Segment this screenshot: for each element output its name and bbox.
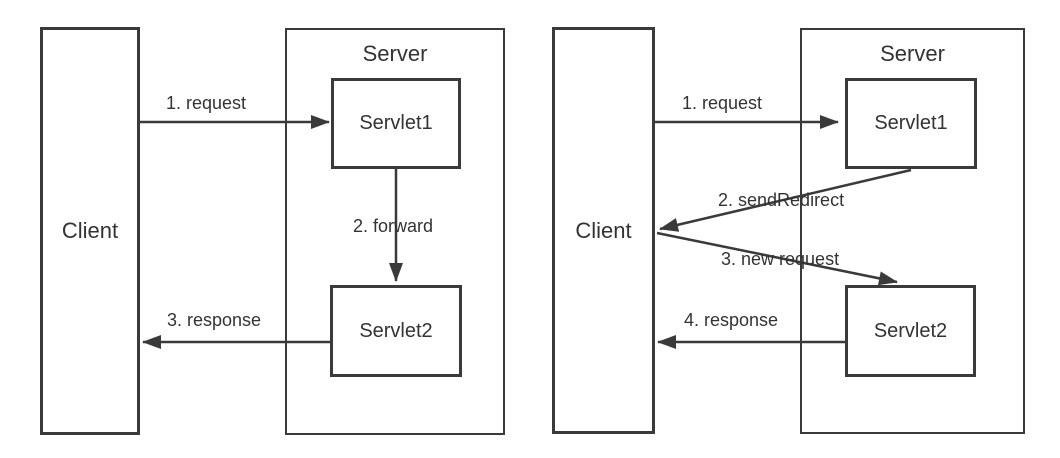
redirect-servlet1-label: Servlet1 — [874, 112, 948, 134]
redirect-server-box — [800, 28, 1025, 434]
forward-server-label: Server — [362, 41, 428, 66]
redirect-sendredirect-label: 2. sendRedirect — [718, 190, 845, 210]
redirect-client-label: Client — [575, 217, 632, 243]
redirect-request-label: 1. request — [682, 93, 763, 113]
redirect-newrequest-label: 3. new request — [721, 249, 840, 269]
forward-forward-label: 2. forward — [353, 216, 434, 236]
forward-client-label: Client — [61, 218, 119, 243]
forward-server-box — [285, 28, 505, 435]
redirect-server-label: Server — [880, 41, 945, 66]
forward-client-box: Client — [40, 27, 140, 435]
forward-response-label: 3. response — [167, 310, 262, 330]
forward-servlet1-box: Servlet1 — [331, 78, 461, 169]
redirect-servlet2-box: Servlet2 — [845, 285, 976, 377]
forward-servlet1-label: Servlet1 — [359, 112, 433, 134]
redirect-servlet1-box: Servlet1 — [845, 78, 977, 169]
forward-servlet2-box: Servlet2 — [330, 285, 462, 377]
redirect-client-box: Client — [552, 27, 655, 434]
forward-servlet2-label: Servlet2 — [359, 319, 433, 342]
redirect-response-label: 4. response — [684, 310, 779, 330]
redirect-servlet2-label: Servlet2 — [873, 319, 948, 342]
forward-request-label: 1. request — [166, 93, 247, 113]
